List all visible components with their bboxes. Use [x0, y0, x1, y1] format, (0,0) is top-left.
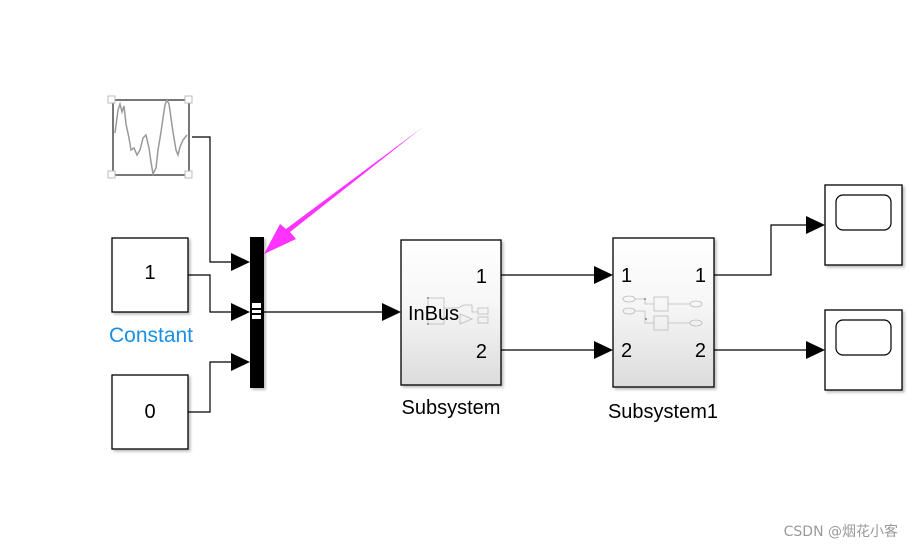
bus-port-marker [252, 310, 261, 313]
bus-creator-block[interactable] [250, 237, 264, 388]
arrowhead-icon [806, 341, 825, 359]
subsystem1-block[interactable] [612, 237, 715, 388]
subsystem1-inport-1: 1 [621, 265, 632, 287]
scope1-block[interactable] [824, 184, 903, 266]
line-sub1-out1-to-scope1[interactable] [714, 224, 807, 276]
line-source-to-bus[interactable] [192, 136, 232, 263]
constant-one-value: 1 [144, 262, 155, 284]
waveform-icon [114, 98, 188, 177]
subsystem-inport-label: InBus [408, 303, 459, 325]
subsystem1-inner-icon [622, 295, 703, 331]
subsystem-name[interactable]: Subsystem [402, 397, 501, 419]
scope-screen-icon [835, 194, 892, 231]
resize-handle[interactable] [184, 170, 193, 179]
arrowhead-icon [594, 341, 613, 359]
subsystem1-outport-2: 2 [695, 340, 706, 362]
signal-source-block[interactable] [107, 95, 193, 179]
line-const1-to-bus[interactable] [188, 274, 232, 313]
subsystem-outport-2: 2 [476, 341, 487, 363]
arrowhead-icon [231, 353, 250, 371]
resize-handle[interactable] [107, 170, 116, 179]
subsystem1-inport-2: 2 [621, 340, 632, 362]
scope2-block[interactable] [824, 309, 903, 391]
bus-port-marker [252, 315, 261, 319]
arrowhead-icon [594, 266, 613, 284]
arrowhead-icon [231, 303, 250, 321]
resize-handle[interactable] [107, 95, 116, 104]
bus-port-marker [252, 303, 261, 308]
subsystem1-outport-1: 1 [695, 265, 706, 287]
constant-zero-value: 0 [144, 401, 155, 423]
constant-one-block[interactable] [111, 237, 189, 313]
watermark: CSDN @烟花小客 [783, 524, 898, 540]
signal-lines [188, 136, 807, 413]
subsystem-outport-1: 1 [476, 266, 487, 288]
arrowheads [231, 216, 825, 371]
subsystem-inner-icon [427, 297, 489, 325]
constant-zero-block[interactable] [111, 374, 189, 450]
subsystem-block[interactable] [400, 239, 502, 386]
arrowhead-icon [806, 216, 825, 234]
constant-one-label[interactable]: Constant [109, 324, 193, 347]
subsystem1-name[interactable]: Subsystem1 [608, 401, 718, 423]
arrowhead-icon [231, 253, 250, 271]
annotation-arrow-icon [264, 127, 423, 254]
resize-handle[interactable] [184, 95, 193, 104]
scope-screen-icon [835, 319, 892, 356]
line-const0-to-bus[interactable] [188, 361, 232, 413]
arrowhead-icon [382, 303, 401, 321]
